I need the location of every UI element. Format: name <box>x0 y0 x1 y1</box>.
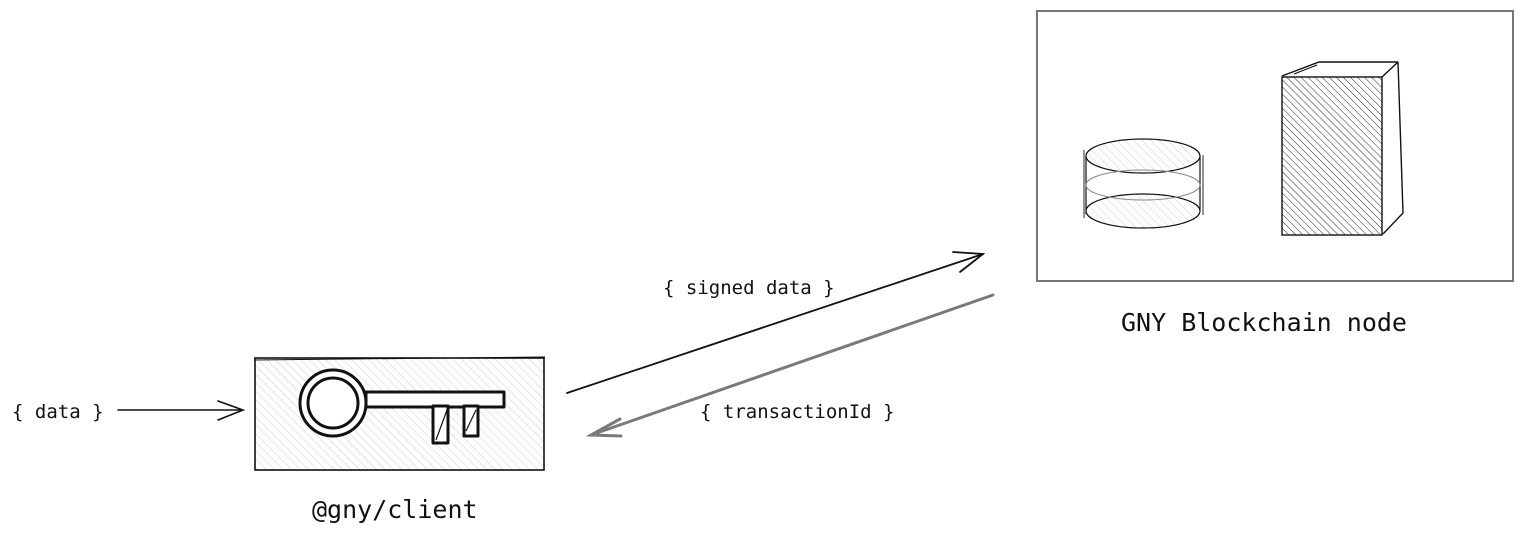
data-input-arrow <box>117 400 246 421</box>
key-icon <box>298 368 506 445</box>
data-input-label: { data } <box>12 401 104 423</box>
signed-data-arrow <box>566 251 986 394</box>
signed-data-label: { signed data } <box>663 277 835 299</box>
client-box <box>253 356 546 471</box>
client-label: @gny/client <box>312 495 478 524</box>
transaction-id-arrow <box>585 293 995 438</box>
node-label: GNY Blockchain node <box>1121 308 1407 337</box>
transaction-id-label: { transactionId } <box>700 401 894 423</box>
database-icon <box>1083 138 1204 229</box>
node-box <box>1036 10 1514 282</box>
block-icon <box>1281 61 1404 236</box>
